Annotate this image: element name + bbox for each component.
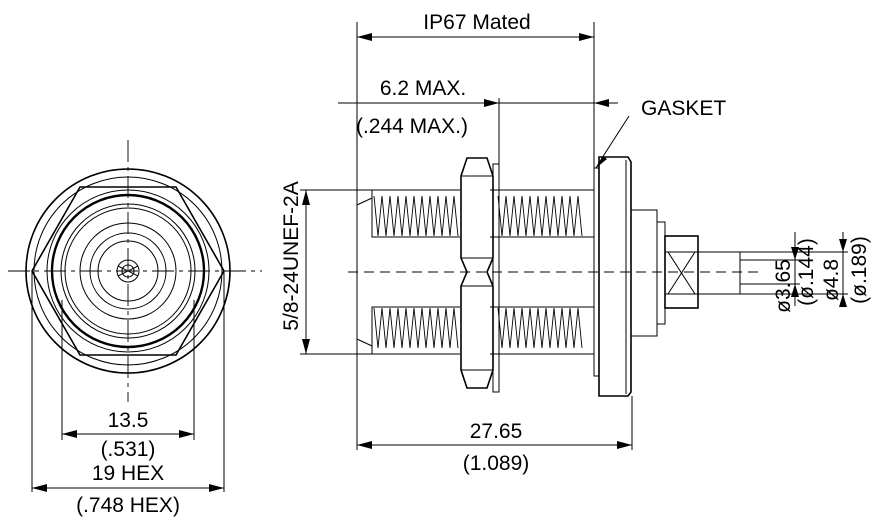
thread-top-left bbox=[373, 195, 459, 237]
rear-sleeve bbox=[697, 251, 741, 295]
rear-hex-x2 bbox=[667, 251, 696, 295]
gasket-label: GASKET bbox=[641, 97, 726, 120]
arrow-hex-left bbox=[32, 484, 47, 492]
dim-bore-mm: 13.5 bbox=[108, 409, 149, 432]
dim-hex-in: (.748 HEX) bbox=[76, 494, 180, 517]
pin-socket-circle bbox=[116, 259, 140, 283]
dim-overall-in: (1.089) bbox=[463, 452, 530, 475]
flange bbox=[598, 156, 632, 397]
dim-overall-mm: 27.65 bbox=[470, 420, 523, 443]
arrow-mated-right bbox=[579, 33, 594, 41]
arrow-overall-left bbox=[357, 441, 372, 449]
hex-chamfer-circle bbox=[33, 176, 223, 366]
dim-gap-in: (.244 MAX.) bbox=[356, 115, 468, 138]
thread-top-right bbox=[497, 195, 583, 237]
pin-socket-inner-circle bbox=[121, 264, 135, 278]
thread-bottom-left bbox=[373, 307, 459, 349]
arrow-gap-left bbox=[484, 99, 499, 107]
arrow-pin-bottom bbox=[791, 284, 799, 297]
thread-root-circle bbox=[50, 193, 206, 349]
arrow-hex-right bbox=[209, 484, 224, 492]
arrow-bore-left bbox=[62, 430, 77, 438]
dim-gap-mm: 6.2 MAX. bbox=[380, 77, 466, 100]
pin-slot-2 bbox=[117, 265, 139, 277]
body-circle-1 bbox=[60, 203, 196, 339]
rear-collar bbox=[656, 221, 666, 325]
arrow-sleeve-bottom bbox=[839, 294, 847, 307]
gasket-leader-tick bbox=[596, 156, 607, 168]
rear-body bbox=[630, 209, 658, 337]
dim-mated-label: IP67 Mated bbox=[423, 11, 530, 34]
arrow-pin-top bbox=[791, 247, 799, 260]
arrow-sleeve-top bbox=[839, 239, 847, 252]
arrow-mated-left bbox=[357, 33, 372, 41]
arrow-gap-right bbox=[594, 99, 609, 107]
dim-pin-in: (ø.144) bbox=[795, 238, 818, 306]
front-lip bbox=[356, 197, 373, 347]
barrel-left-upper bbox=[371, 190, 460, 238]
dielectric-outer-circle bbox=[79, 222, 177, 320]
thread-bottom-right bbox=[497, 307, 583, 349]
thread-spec-label: 5/8-24UNEF-2A bbox=[280, 181, 303, 330]
dim-sleeve-in: (ø.189) bbox=[848, 236, 871, 304]
body-circle-2 bbox=[64, 207, 192, 335]
barrel-left-lower bbox=[371, 306, 460, 354]
side-view: ø3.65 (ø.144) ø4.8 (ø.189) IP67 Mated 6.… bbox=[280, 11, 871, 475]
arrow-thread-bottom bbox=[302, 339, 310, 354]
dielectric-core-circle bbox=[97, 240, 159, 302]
lock-washer bbox=[492, 163, 500, 393]
arrow-thread-top bbox=[302, 190, 310, 205]
front-view: 13.5 (.531) 19 HEX (.748 HEX) bbox=[8, 140, 262, 517]
dim-bore-in: (.531) bbox=[101, 438, 156, 461]
dim-hex-mm: 19 HEX bbox=[92, 462, 164, 485]
dim-sleeve-mm: ø4.8 bbox=[820, 259, 843, 301]
dim-pin-mm: ø3.65 bbox=[772, 259, 795, 313]
arrow-overall-right bbox=[617, 441, 632, 449]
dielectric-inner-circle bbox=[89, 232, 167, 310]
arrow-bore-right bbox=[179, 430, 194, 438]
hex-nut-side bbox=[460, 157, 494, 389]
flange-outer-circle bbox=[25, 168, 231, 374]
thread-outer-circle bbox=[46, 189, 210, 353]
